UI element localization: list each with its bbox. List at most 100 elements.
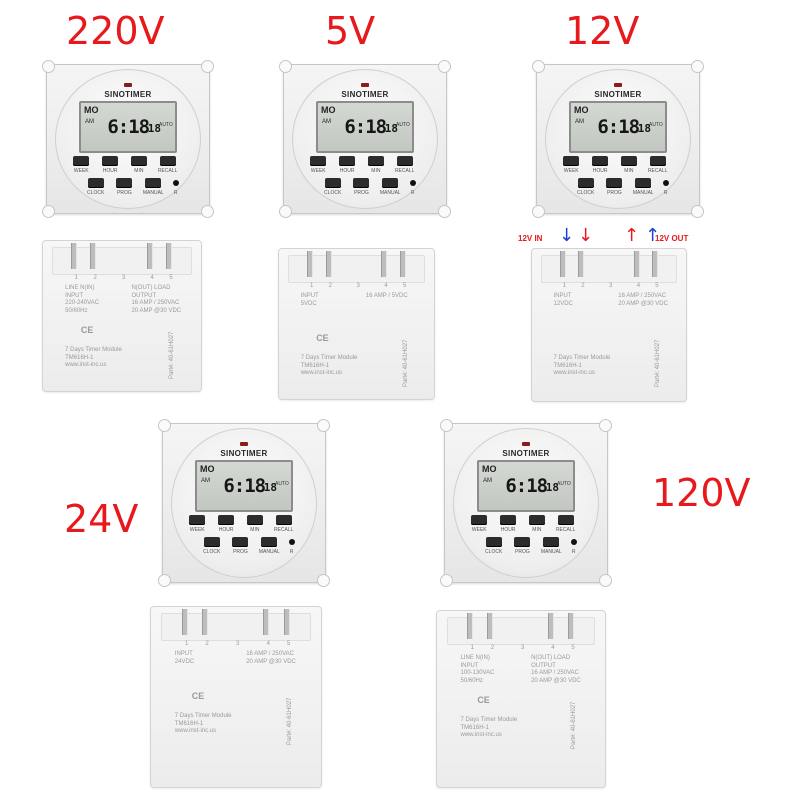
mounting-tab [42, 60, 55, 73]
lcd-day: MO [200, 464, 215, 474]
hour-button[interactable] [500, 515, 517, 525]
manual-button-label: MANUAL [379, 190, 401, 196]
hour-button[interactable] [592, 156, 609, 166]
manual-button[interactable] [261, 537, 278, 547]
spec-line: 16 AMP / 250VAC [618, 293, 667, 299]
terminal-pin [306, 251, 313, 277]
spec-line: TM616H-1 [65, 354, 94, 361]
hour-button[interactable] [102, 156, 119, 166]
week-button[interactable] [73, 156, 90, 166]
terminal-number: 5 [169, 275, 173, 281]
terminal-pin [263, 609, 270, 635]
clock-button[interactable] [485, 537, 502, 547]
mounting-tab [532, 205, 545, 218]
part-number: Part#: 40-61H027 [655, 339, 662, 387]
ce-mark: CE [477, 695, 490, 705]
manual-button-label: MANUAL [142, 190, 164, 196]
terminal-number: 1 [74, 275, 78, 281]
reset-button[interactable] [662, 180, 669, 186]
spec-line: LINE N(IN) [65, 285, 95, 291]
prog-button-label: PROG [354, 190, 369, 196]
manual-button[interactable] [543, 537, 560, 547]
min-button-label: MIN [250, 527, 260, 533]
spec-line: 7 Days Timer Module [553, 355, 611, 361]
terminal-number: 5 [571, 645, 575, 651]
lcd-ampm: AM [322, 119, 332, 125]
recall-button[interactable] [649, 156, 666, 166]
week-button[interactable] [563, 156, 580, 166]
mounting-tab [599, 419, 612, 432]
manual-button[interactable] [635, 178, 652, 188]
spec-line: LINE N(IN) [460, 655, 490, 661]
mounting-tab [440, 574, 453, 587]
terminal-number: 3 [122, 275, 126, 281]
week-button[interactable] [189, 515, 206, 525]
prog-button[interactable] [116, 178, 133, 188]
part-number: Part#: 40-61H027 [169, 331, 176, 379]
terminal-number: 1 [310, 283, 314, 289]
prog-button[interactable] [232, 537, 249, 547]
reset-button[interactable] [570, 539, 577, 545]
min-button[interactable] [528, 515, 545, 525]
clock-button[interactable] [203, 537, 220, 547]
week-button-label: WEEK [563, 168, 579, 174]
spec-line: www.inst-inc.us [65, 362, 107, 368]
lcd-display: MO AM 6:18 18 AUTO [316, 101, 414, 153]
min-button[interactable] [367, 156, 384, 166]
brand-logo: SINOTIMER [502, 449, 550, 458]
min-button[interactable] [246, 515, 263, 525]
mounting-tab [438, 60, 451, 73]
terminal-number: 4 [636, 283, 641, 289]
status-led [522, 442, 530, 446]
ce-mark: CE [80, 325, 94, 335]
lcd-time: 6:18 [107, 116, 150, 138]
recall-button[interactable] [159, 156, 176, 166]
mounting-tab [158, 574, 171, 587]
reset-button[interactable] [288, 539, 295, 545]
part-number: Part#: 40-61H027 [287, 697, 293, 745]
mounting-tab [440, 419, 453, 432]
hour-button[interactable] [339, 156, 356, 166]
manual-button[interactable] [145, 178, 162, 188]
spec-line: INPUT [460, 662, 479, 669]
terminal-number: 3 [609, 283, 613, 289]
prog-button[interactable] [606, 178, 623, 188]
manual-button[interactable] [382, 178, 399, 188]
min-button[interactable] [130, 156, 147, 166]
hour-button-label: HOUR [218, 527, 234, 533]
status-led [240, 442, 248, 446]
lcd-time: 6:18 [505, 475, 548, 497]
ce-mark: CE [191, 691, 205, 701]
mounting-tab [201, 60, 214, 73]
reset-label: R [289, 549, 294, 555]
recall-button[interactable] [396, 156, 413, 166]
clock-button-label: CLOCK [485, 549, 503, 555]
recall-button[interactable] [275, 515, 292, 525]
reset-label: R [173, 190, 178, 196]
spec-line: TM616H-1 [460, 724, 489, 731]
recall-button[interactable] [557, 515, 574, 525]
prog-button[interactable] [514, 537, 531, 547]
week-button[interactable] [471, 515, 488, 525]
terminal-number: 3 [236, 641, 240, 647]
spec-line: 16 AMP / 250VAC [131, 300, 180, 306]
hour-button[interactable] [218, 515, 235, 525]
terminal-number: 2 [490, 645, 495, 651]
spec-line: 20 AMP @30 VDC [246, 658, 296, 665]
reset-label: R [410, 190, 415, 196]
min-button[interactable] [620, 156, 637, 166]
hour-button-label: HOUR [592, 168, 608, 174]
terminal-pin [90, 243, 97, 269]
prog-button[interactable] [353, 178, 370, 188]
terminal-number: 5 [403, 283, 407, 289]
clock-button[interactable] [87, 178, 104, 188]
clock-button[interactable] [324, 178, 341, 188]
clock-button[interactable] [577, 178, 594, 188]
week-button[interactable] [310, 156, 327, 166]
reset-button[interactable] [409, 180, 416, 186]
lcd-ampm: AM [575, 119, 585, 125]
reset-button[interactable] [172, 180, 179, 186]
